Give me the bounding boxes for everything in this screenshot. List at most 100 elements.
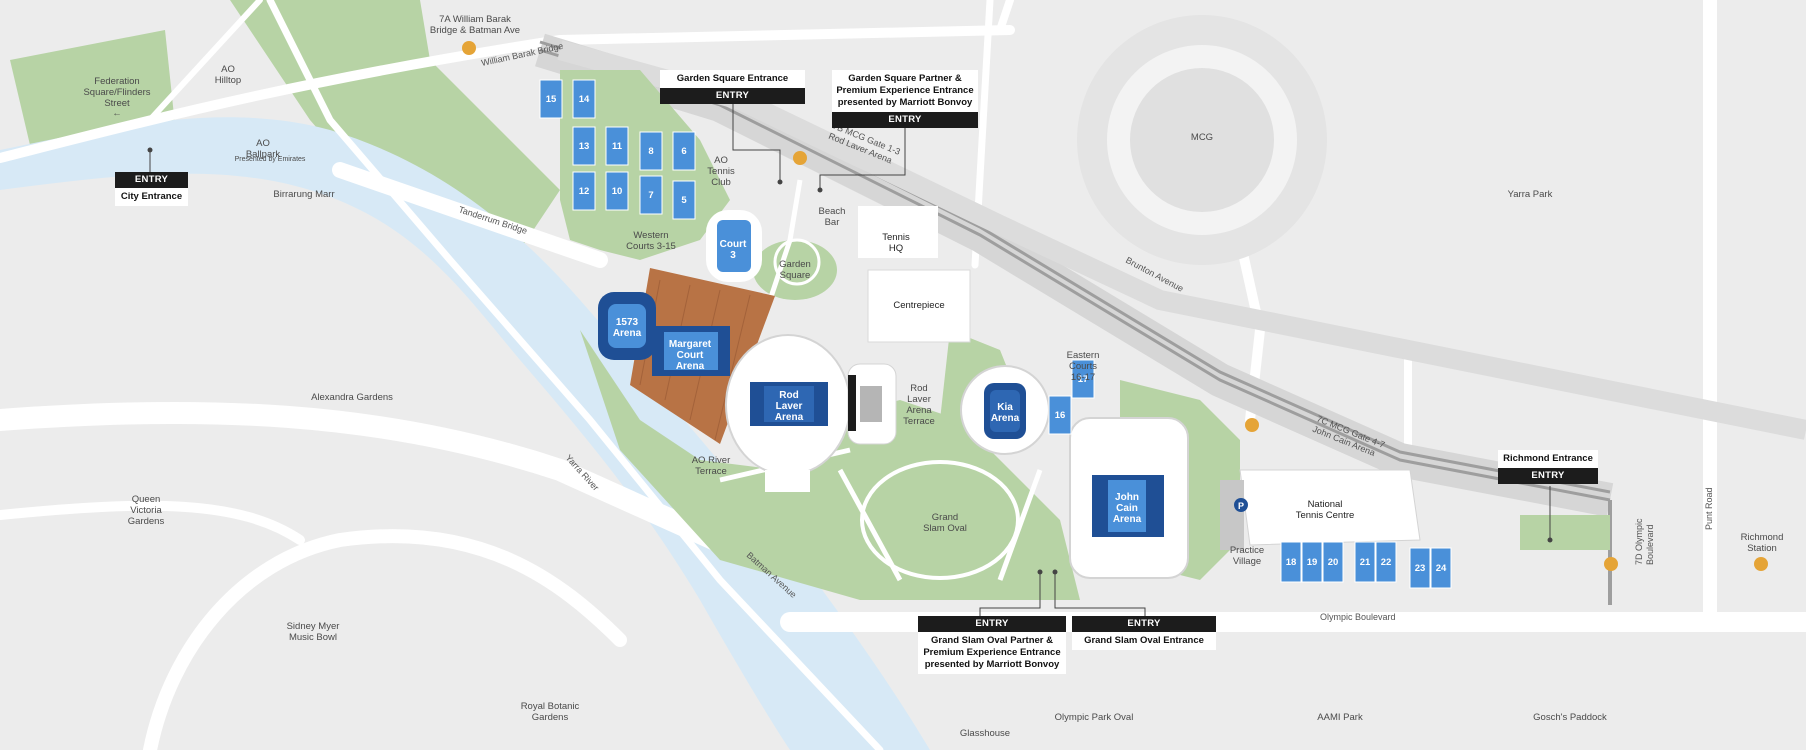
court-number: 5 xyxy=(681,195,687,206)
court-tile xyxy=(1430,547,1452,589)
court-tile xyxy=(1409,547,1431,589)
olympic-boulevard-road-label: Olympic Boulevard xyxy=(1320,612,1396,622)
callout-lines xyxy=(149,102,1551,620)
court-number: 8 xyxy=(648,146,653,157)
court-20: 20 xyxy=(1322,541,1344,583)
practice-village-block xyxy=(1220,480,1244,550)
city-entrance[interactable]: ENTRY City Entrance xyxy=(115,172,188,206)
court-number: 10 xyxy=(612,186,623,197)
train-station-icon xyxy=(462,41,1768,571)
rod-laver-terrace-screen xyxy=(848,375,856,431)
court-number: 11 xyxy=(612,141,623,152)
court-tile xyxy=(1071,359,1095,399)
court-tile xyxy=(1280,541,1302,583)
olympic-park-oval-label: Olympic Park Oval xyxy=(1055,712,1134,723)
court-number: 15 xyxy=(546,94,557,105)
court-tile xyxy=(672,131,696,171)
court-19: 19 xyxy=(1301,541,1323,583)
court-18: 18 xyxy=(1280,541,1302,583)
federation-grass xyxy=(10,30,175,145)
ao-ballpark-sub-label: Presented by Emirates xyxy=(235,156,306,163)
kia-arena-court xyxy=(990,390,1020,432)
grand-slam-oval-partner-label: Grand Slam Oval Partner & Premium Experi… xyxy=(918,631,1066,674)
court-tile xyxy=(539,79,563,119)
court-number: 18 xyxy=(1286,557,1297,568)
arena-1573-court xyxy=(608,304,646,348)
court-8: 8 xyxy=(639,131,663,171)
court-23: 23 xyxy=(1409,547,1431,589)
north-grass xyxy=(230,0,560,250)
yarra-park-label: Yarra Park xyxy=(1508,189,1553,200)
entry-tag: ENTRY xyxy=(1498,467,1598,484)
punt-road-label: Punt Road xyxy=(1704,487,1714,530)
richmond-entrance-label: Richmond Entrance xyxy=(1498,450,1598,468)
callout-dots xyxy=(147,147,1553,575)
court-12: 12 xyxy=(572,171,596,211)
court-11: 11 xyxy=(605,126,629,166)
court-16: 16 xyxy=(1048,395,1072,435)
grand-slam-oval-entrance[interactable]: ENTRY Grand Slam Oval Entrance xyxy=(1072,616,1216,650)
court-14: 14 xyxy=(572,79,596,119)
court-tile xyxy=(1375,541,1397,583)
mcg-label: MCG xyxy=(1191,132,1213,143)
alexandra-gardens-label: Alexandra Gardens xyxy=(311,392,393,403)
garden-square-partner-entrance[interactable]: Garden Square Partner & Premium Experien… xyxy=(832,70,978,128)
court-number: 17 xyxy=(1078,374,1089,385)
court-tile xyxy=(1354,541,1376,583)
court-number: 24 xyxy=(1436,563,1447,574)
garden-square-entrance[interactable]: Garden Square Entrance ENTRY xyxy=(660,70,805,104)
entry-tag: ENTRY xyxy=(1072,616,1216,632)
federation-arrow: ← xyxy=(112,108,122,119)
court-tile xyxy=(1301,541,1323,583)
court-number: 7 xyxy=(648,190,653,201)
court-tile xyxy=(639,131,663,171)
mcg-field xyxy=(1130,68,1274,212)
grand-slam-oval-partner-entrance[interactable]: ENTRY Grand Slam Oval Partner & Premium … xyxy=(918,616,1066,674)
yarra-river-water xyxy=(0,117,930,750)
aami-park-label: AAMI Park xyxy=(1317,712,1363,723)
rod-laver-annex xyxy=(765,470,810,492)
entry-tag: ENTRY xyxy=(832,111,978,128)
court-tile xyxy=(1322,541,1344,583)
entry-tag: ENTRY xyxy=(918,616,1066,632)
grand-slam-oval-entrance-label: Grand Slam Oval Entrance xyxy=(1072,631,1216,650)
court-22: 22 xyxy=(1375,541,1397,583)
court-number: 6 xyxy=(681,146,686,157)
john-cain-court xyxy=(1108,480,1146,532)
garden-square-partner-label: Garden Square Partner & Premium Experien… xyxy=(832,70,978,112)
court-number: 22 xyxy=(1381,557,1392,568)
richmond-entrance[interactable]: Richmond Entrance ENTRY xyxy=(1498,450,1598,484)
court-number: 12 xyxy=(579,186,590,197)
court-17: 17 xyxy=(1071,359,1095,399)
court-number: 13 xyxy=(579,141,590,152)
court-number: 14 xyxy=(579,94,590,105)
court-7: 7 xyxy=(639,175,663,215)
court-21: 21 xyxy=(1354,541,1376,583)
court-tile xyxy=(639,175,663,215)
glasshouse-label: Glasshouse xyxy=(960,728,1010,739)
birrarung-marr-label: Birrarung Marr xyxy=(273,189,334,200)
garden-square-entrance-label: Garden Square Entrance xyxy=(660,70,805,88)
margaret-court-court xyxy=(664,332,718,370)
ntc-building xyxy=(1239,469,1421,546)
parking-icon: P xyxy=(1234,498,1248,512)
